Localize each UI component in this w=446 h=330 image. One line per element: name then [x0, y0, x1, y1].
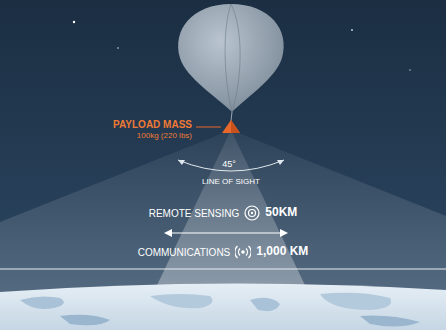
- leader-line: [196, 127, 221, 128]
- arrowhead: [178, 160, 185, 165]
- landmass: [250, 298, 280, 311]
- sensing-range: 50KM: [265, 206, 297, 219]
- communications-range: 1,000 KM: [256, 245, 308, 258]
- star: [409, 69, 410, 70]
- arrowhead: [280, 229, 288, 237]
- extent-arrow: [170, 232, 282, 233]
- balloon: [178, 4, 283, 112]
- star: [351, 29, 353, 31]
- arrowhead: [164, 229, 172, 237]
- icon-stroke: [251, 212, 253, 214]
- icon-stroke: [245, 206, 259, 220]
- payload-shade: [231, 120, 240, 133]
- angle-caption: LINE OF SIGHT: [202, 178, 260, 187]
- angle-arc: [178, 160, 284, 171]
- icon-stroke: [241, 250, 245, 254]
- tether: [231, 112, 232, 121]
- signal-icon: [235, 244, 251, 260]
- landmass: [20, 296, 64, 309]
- label-row: REMOTE SENSING 50KM: [149, 205, 298, 221]
- communications-label: COMMUNICATIONS: [138, 247, 231, 258]
- horizon-line: [0, 269, 446, 270]
- star: [73, 21, 75, 23]
- sensing-icon: [244, 205, 260, 221]
- label-row: COMMUNICATIONS 1,000 KM: [138, 244, 309, 260]
- sensing-label: REMOTE SENSING: [149, 208, 240, 219]
- icon-stroke: [249, 210, 256, 217]
- icon-stroke: [235, 246, 251, 258]
- earth: [0, 283, 446, 330]
- callout-value: 100kg (220 lbs): [137, 132, 192, 141]
- arrowhead: [277, 160, 284, 165]
- icon-stroke: [239, 249, 248, 256]
- landmass: [60, 315, 110, 326]
- landmass: [360, 316, 420, 327]
- star: [117, 47, 119, 49]
- angle-label: 45°: [222, 160, 236, 170]
- communications-cone: [0, 130, 446, 330]
- payload: [222, 120, 240, 133]
- landmass: [150, 294, 212, 308]
- callout-label: PAYLOAD MASS: [113, 119, 192, 130]
- balloon-gore: [225, 4, 240, 112]
- landmass: [320, 293, 391, 310]
